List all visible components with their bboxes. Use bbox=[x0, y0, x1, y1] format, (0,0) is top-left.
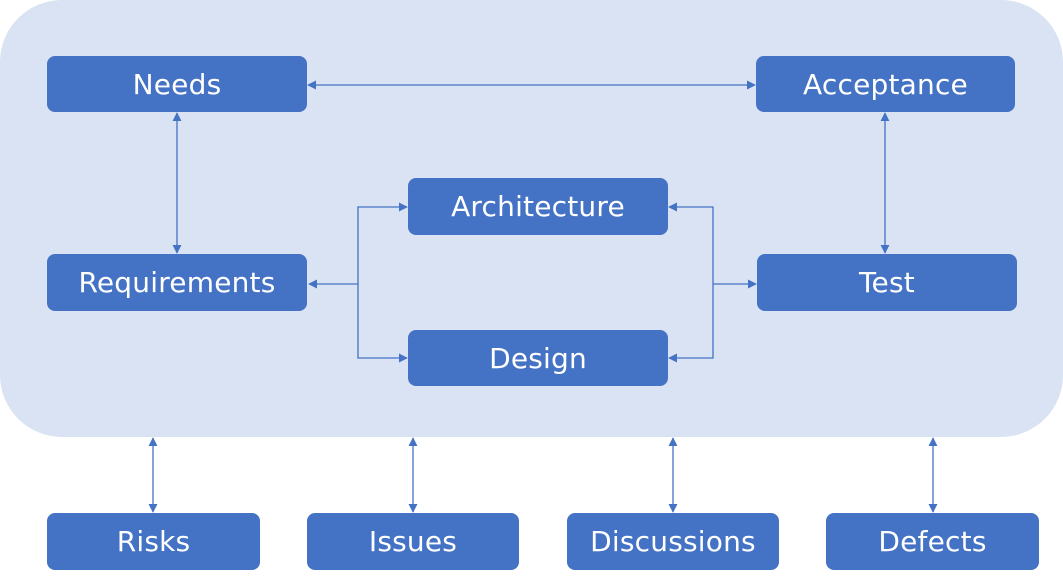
connector-to-architecture bbox=[357, 202, 408, 284]
defects-label: Defects bbox=[878, 525, 987, 558]
discussions-box[interactable]: Discussions bbox=[567, 513, 779, 570]
issues-box[interactable]: Issues bbox=[307, 513, 519, 570]
test-label: Test bbox=[859, 266, 915, 299]
needs-label: Needs bbox=[132, 67, 222, 101]
test-box[interactable]: Test bbox=[757, 254, 1017, 311]
acceptance-box[interactable]: Acceptance bbox=[756, 56, 1015, 112]
architecture-box[interactable]: Architecture bbox=[408, 178, 668, 235]
connector-from-architecture bbox=[668, 202, 714, 284]
needs-box[interactable]: Needs bbox=[47, 56, 307, 112]
acceptance-label: Acceptance bbox=[803, 67, 968, 101]
design-box[interactable]: Design bbox=[408, 330, 668, 386]
issues-label: Issues bbox=[368, 525, 458, 558]
architecture-label: Architecture bbox=[451, 190, 625, 223]
connector-from-design bbox=[668, 284, 714, 363]
risks-label: Risks bbox=[116, 525, 191, 558]
design-label: Design bbox=[489, 341, 587, 375]
defects-box[interactable]: Defects bbox=[826, 513, 1039, 570]
risks-box[interactable]: Risks bbox=[47, 513, 260, 570]
requirements-box[interactable]: Requirements bbox=[47, 254, 307, 311]
discussions-label: Discussions bbox=[590, 525, 756, 558]
requirements-label: Requirements bbox=[78, 266, 276, 299]
connector-to-design bbox=[357, 284, 408, 363]
